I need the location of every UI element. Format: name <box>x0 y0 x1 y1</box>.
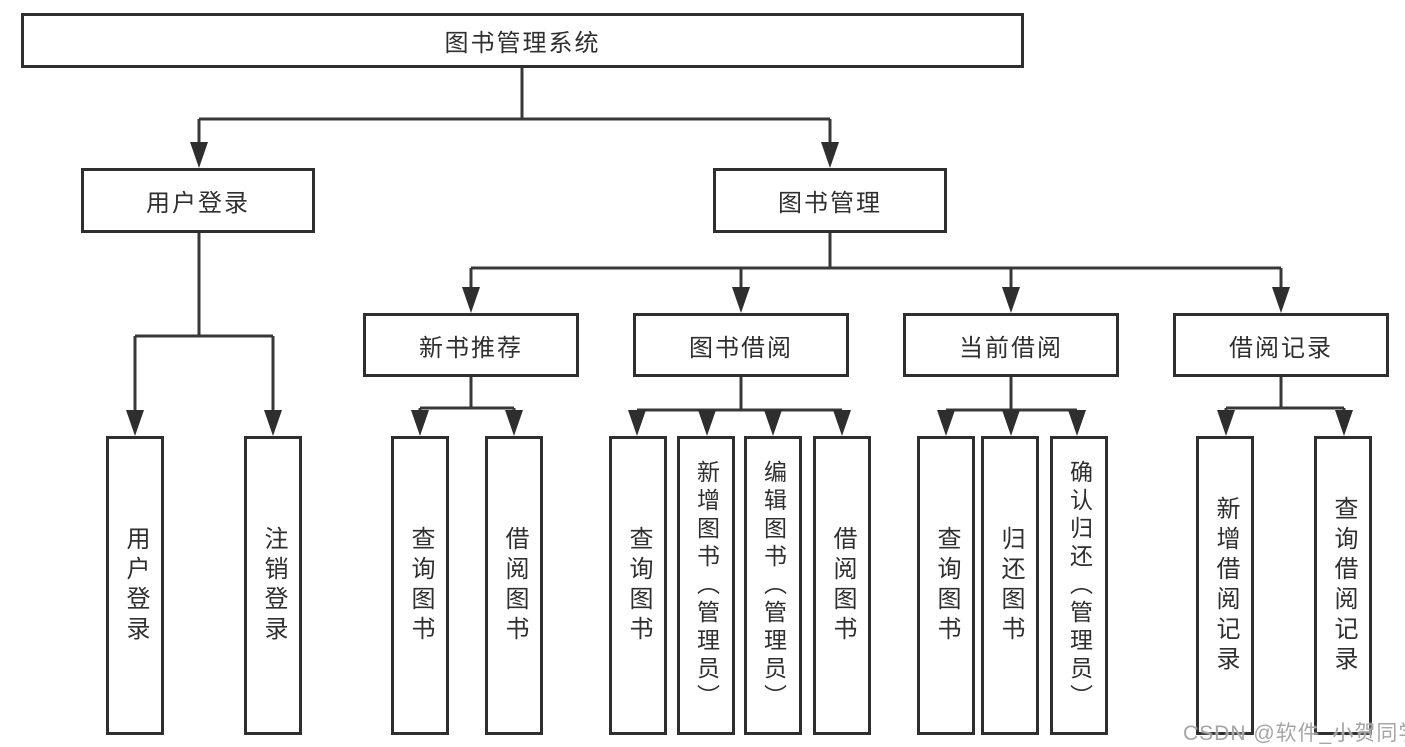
connector-bookmgmt-to-level3 <box>462 233 1290 313</box>
node-new-book-recommend: 新书推荐 <box>363 313 579 377</box>
csdn-watermark: CSDN @软件_小贺同学 <box>1183 722 1405 745</box>
leaf-query-books-recommend: 查询图书 <box>391 436 449 735</box>
node-book-management: 图书管理 <box>713 168 947 233</box>
leaf-query-books-current: 查询图书 <box>917 436 975 735</box>
node-library-management-system: 图书管理系统 <box>21 13 1024 68</box>
leaf-add-borrow-record: 新增借阅记录 <box>1196 436 1254 735</box>
leaf-logout: 注销登录 <box>244 436 302 735</box>
leaf-borrow-books: 借阅图书 <box>813 436 871 735</box>
node-current-borrow: 当前借阅 <box>903 313 1119 377</box>
connector-userlogin-to-leaves <box>126 233 282 436</box>
connector-records-to-leaves <box>1217 377 1353 436</box>
leaf-edit-books-admin: 编辑图书（管理员） <box>744 436 802 735</box>
leaf-add-books-admin: 新增图书（管理员） <box>677 436 735 735</box>
leaf-confirm-return-admin: 确认归还（管理员） <box>1050 436 1108 735</box>
connector-newbooks-to-leaves <box>411 377 523 436</box>
leaf-query-borrow-record: 查询借阅记录 <box>1314 436 1372 735</box>
node-book-borrow: 图书借阅 <box>633 313 849 377</box>
connector-root-to-level2 <box>190 68 839 168</box>
node-user-login: 用户登录 <box>81 168 315 233</box>
leaf-borrow-books-recommend: 借阅图书 <box>485 436 543 735</box>
connector-current-to-leaves <box>937 377 1086 436</box>
leaf-user-login: 用户登录 <box>106 436 164 735</box>
leaf-query-books-borrow: 查询图书 <box>609 436 667 735</box>
node-borrow-records: 借阅记录 <box>1173 313 1389 377</box>
leaf-return-books: 归还图书 <box>981 436 1039 735</box>
connector-borrow-to-leaves <box>628 377 851 436</box>
